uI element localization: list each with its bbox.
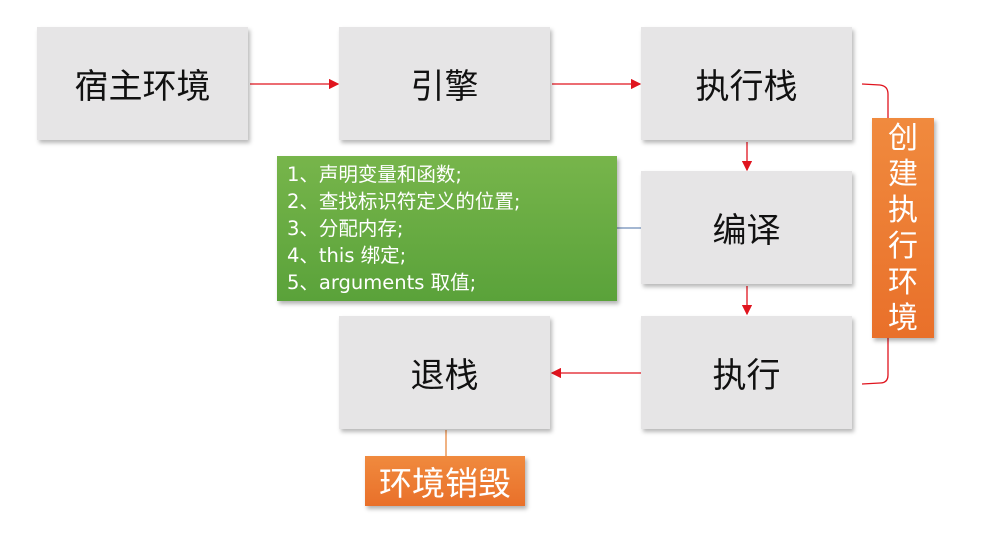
node-label: 编译 bbox=[712, 211, 781, 251]
destroy-context-label: 环境销毁 bbox=[365, 456, 525, 506]
node-engine: 引擎 bbox=[339, 27, 550, 140]
compile-step: 3、分配内存; bbox=[287, 217, 404, 240]
node-label: 引擎 bbox=[410, 67, 479, 107]
node-label: 执行栈 bbox=[695, 67, 798, 107]
compile-step: 2、查找标识符定义的位置; bbox=[287, 190, 521, 213]
compile-step: 4、this 绑定; bbox=[287, 244, 407, 267]
compile-steps-note: 1、声明变量和函数; 2、查找标识符定义的位置; 3、分配内存; 4、this … bbox=[277, 156, 617, 301]
node-host-environment: 宿主环境 bbox=[37, 27, 248, 140]
node-execution-stack: 执行栈 bbox=[641, 27, 852, 140]
destroy-context-text: 环境销毁 bbox=[379, 464, 511, 503]
node-execute: 执行 bbox=[641, 316, 852, 429]
node-pop-stack: 退栈 bbox=[339, 316, 550, 429]
node-label: 执行 bbox=[712, 356, 781, 396]
compile-step: 1、声明变量和函数; bbox=[287, 163, 462, 186]
node-compile: 编译 bbox=[641, 171, 852, 284]
create-context-text: 创建执行环境 bbox=[888, 121, 918, 336]
node-label: 退栈 bbox=[410, 356, 479, 396]
create-context-label: 创建执行环境 bbox=[872, 118, 934, 338]
node-label: 宿主环境 bbox=[74, 67, 211, 107]
compile-step: 5、arguments 取值; bbox=[287, 271, 477, 294]
